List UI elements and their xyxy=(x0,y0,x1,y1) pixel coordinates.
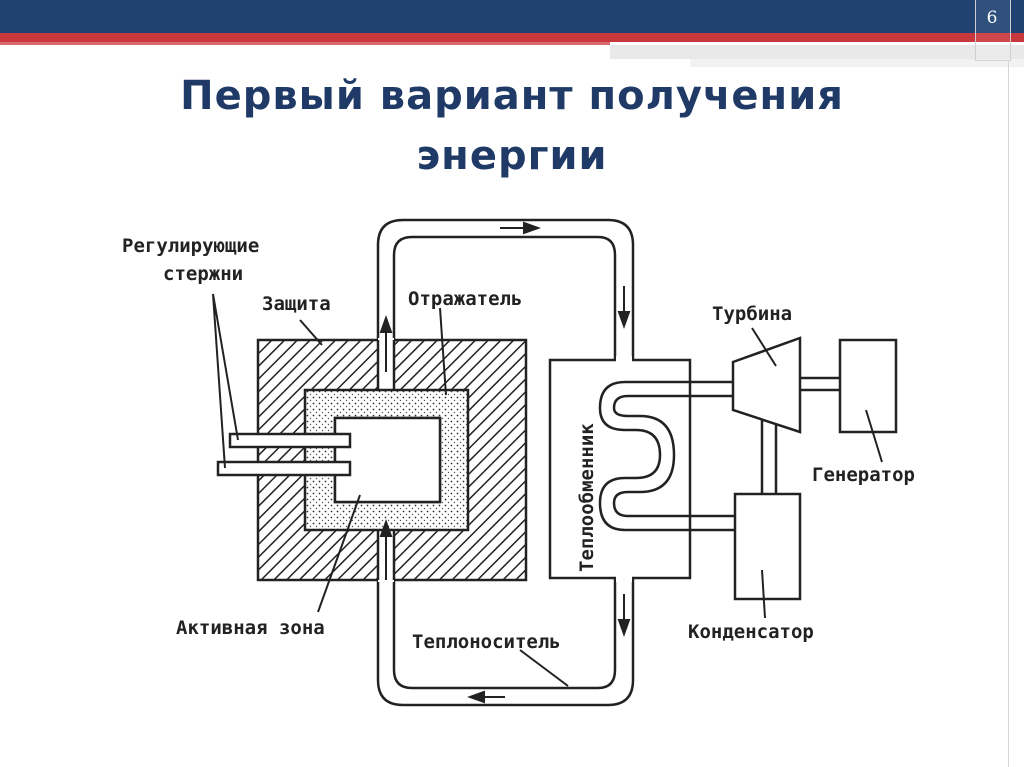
slide-number: 6 xyxy=(986,8,998,28)
label-shield: Защита xyxy=(262,293,331,315)
leader-control-rods xyxy=(212,293,239,469)
header-band-blue xyxy=(0,0,1024,33)
control-rod-1 xyxy=(228,432,352,449)
label-coolant: Теплоноситель xyxy=(412,631,561,653)
label-heat-exchanger: Теплообменник xyxy=(576,423,598,572)
header-band-red xyxy=(0,33,1024,42)
header-band-red-thin xyxy=(0,42,610,45)
coolant-loop-return-inner xyxy=(392,578,617,690)
heat-exchanger-coil-inner xyxy=(612,394,735,518)
slide-title: Первый вариант получения энергии xyxy=(60,66,964,186)
leader-shield xyxy=(299,319,323,346)
label-control-rods-line2: стержни xyxy=(163,263,243,285)
heat-exchanger-coil-outer xyxy=(598,380,735,532)
coolant-loop-inner xyxy=(392,235,617,360)
slide-right-edge xyxy=(1008,60,1009,767)
label-active-zone: Активная зона xyxy=(176,617,325,639)
leader-reflector xyxy=(439,307,447,396)
label-condenser: Конденсатор xyxy=(688,621,814,643)
slide-title-line-1: Первый вариант получения xyxy=(180,73,844,119)
header-strip-gray-light xyxy=(690,59,1024,67)
coolant-loop-return-outer xyxy=(376,578,635,707)
header-strip-gray xyxy=(610,45,1024,59)
leader-active-zone xyxy=(317,494,361,613)
coolant-loop-outer xyxy=(376,218,635,360)
condenser xyxy=(733,492,802,601)
active-zone-core xyxy=(333,416,442,504)
leader-generator xyxy=(865,409,883,463)
control-rod-2 xyxy=(216,460,352,477)
label-generator: Генератор xyxy=(812,464,915,486)
leader-turbine xyxy=(751,327,777,367)
slide-title-line-2: энергии xyxy=(416,133,608,179)
leader-coolant xyxy=(519,649,569,687)
turbine xyxy=(731,336,802,434)
label-turbine: Турбина xyxy=(712,303,792,325)
heat-exchanger xyxy=(548,358,692,580)
label-reflector: Отражатель xyxy=(408,288,522,310)
label-control-rods-line1: Регулирующие xyxy=(122,235,259,257)
leader-condenser xyxy=(761,569,766,619)
slide-number-frame xyxy=(975,0,1011,61)
